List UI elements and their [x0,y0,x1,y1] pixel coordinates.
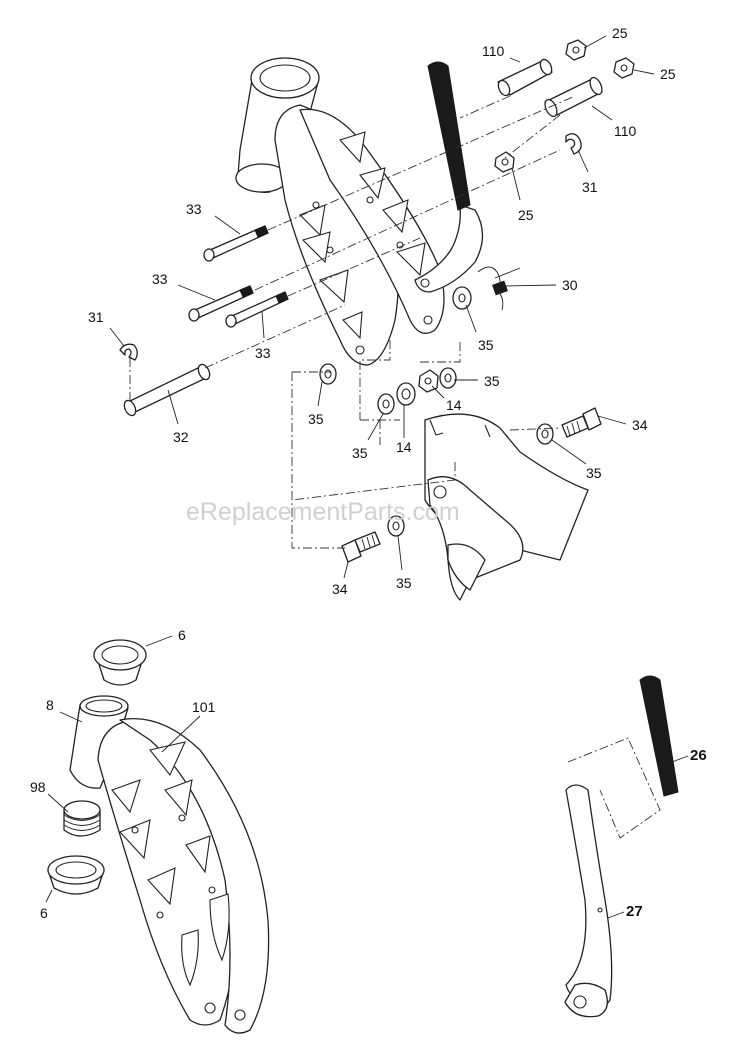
callout-8: 8 [46,697,54,713]
callout-35: 35 [478,337,494,353]
washer-35-d [439,367,457,389]
bottom-fork-assembly: 6 8 101 98 6 [30,627,270,1034]
nut-25-b [613,57,635,79]
callout-98: 98 [30,779,46,795]
head-tube-8 [69,695,129,789]
bolt-33-middle [188,285,254,322]
callout-34: 34 [332,581,348,597]
bolt-33-lower [225,291,289,328]
callout-labels: 25 25 25 110 110 31 31 33 33 33 30 32 35… [88,25,676,597]
callout-35: 35 [484,373,500,389]
callout-35: 35 [308,411,324,427]
assembly-lines [129,95,576,549]
callout-26: 26 [690,747,707,764]
leader-lines-bottom [45,635,201,903]
bolt-34-left [341,531,381,563]
leader-lines [109,35,655,579]
callout-14: 14 [446,397,462,413]
callout-33: 33 [152,271,168,287]
bearing-cup-6-top [93,639,147,686]
callout-30: 30 [562,277,578,293]
nut-25-a [565,39,587,61]
bolt-33-upper [203,225,269,262]
callout-32: 32 [173,429,189,445]
pin-110-lower [544,76,603,118]
washer-35-a [452,286,472,310]
e-clip-31-right [565,133,582,155]
e-clip-31-left [119,343,138,361]
callout-6: 6 [178,627,186,643]
handle-arm-27 [564,784,613,1018]
washer-35-b [319,363,337,385]
callout-34: 34 [632,417,648,433]
callout-33: 33 [255,345,271,361]
callout-31: 31 [582,179,598,195]
axle-pin-32 [123,363,211,417]
washer-35-f [387,515,405,537]
callout-33: 33 [186,201,202,217]
nut-14-b [418,369,439,393]
callout-110: 110 [614,123,637,139]
grip-26 [639,675,679,797]
fork-plate-101-front [119,717,270,1034]
pin-110-upper [497,58,553,97]
callout-14: 14 [396,439,412,455]
callout-25: 25 [660,66,676,82]
callout-110: 110 [482,43,505,59]
washer-35-e [536,423,554,445]
fork-plate-front [299,108,445,334]
lower-mount-plate [424,413,589,601]
assembly-lines-handle [567,737,661,839]
handle-arm [414,61,484,293]
callout-35: 35 [352,445,368,461]
callout-6: 6 [40,905,48,921]
callout-101: 101 [192,699,216,715]
callout-25: 25 [518,207,534,223]
grip [427,61,471,211]
watermark: eReplacementParts.com [186,498,460,526]
callout-35: 35 [586,465,602,481]
top-fork-assembly: 25 25 25 110 110 31 31 33 33 33 30 32 35… [88,25,676,601]
washer-35-c [377,393,395,415]
spacer-14-a [396,382,416,406]
bearing-cup-6-bottom [47,855,105,895]
threaded-spacer-98 [63,800,101,837]
callout-35: 35 [396,575,412,591]
bottom-handle-assembly: 26 27 [564,675,707,1018]
spring-30 [477,266,521,311]
bolt-34-right [561,407,602,438]
callout-31: 31 [88,309,104,325]
callout-27: 27 [626,903,643,920]
callout-25: 25 [612,25,628,41]
nut-25-c [494,151,515,173]
